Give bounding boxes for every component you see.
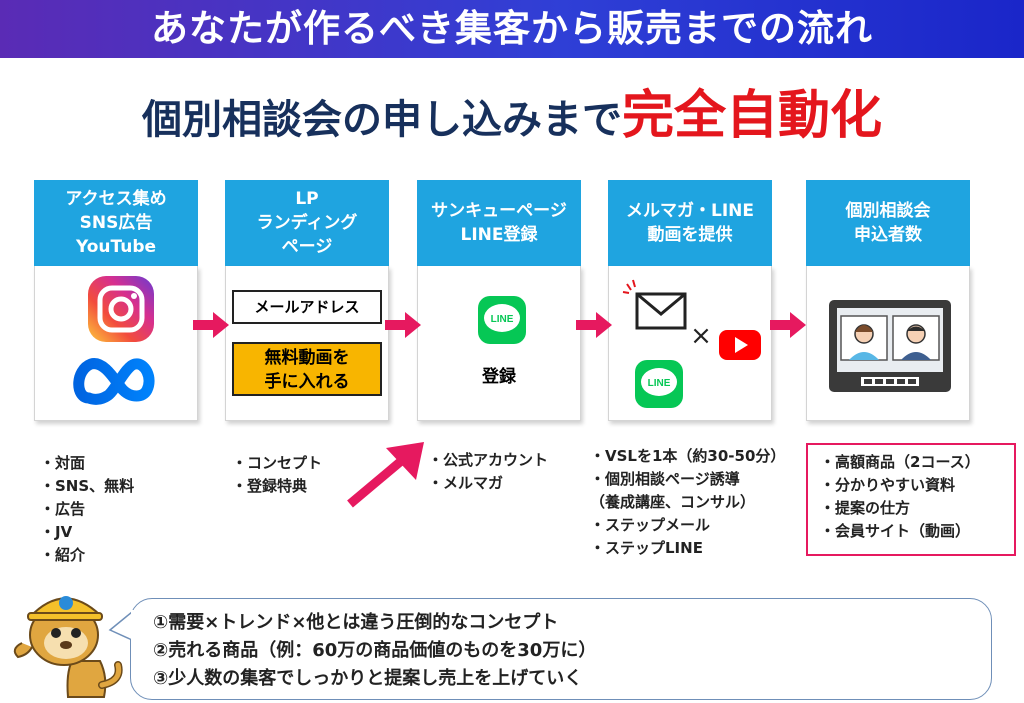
step-header-line: YouTube — [75, 237, 157, 257]
step-header: アクセス集め SNS広告 YouTube — [34, 180, 198, 266]
subtitle-highlight: 完全自動化 — [621, 86, 882, 146]
step-header-line: SNS広告 — [79, 213, 153, 233]
button-label-line: 無料動画を — [264, 348, 350, 368]
get-free-video-button[interactable]: 無料動画を 手に入れる — [232, 342, 382, 396]
svg-text:LINE: LINE — [491, 314, 514, 325]
note-item: ①需要×トレンド×他とは違う圧倒的なコンセプト — [153, 612, 559, 633]
bullets-lp: ・コンセプト ・登録特典 — [232, 452, 322, 498]
flow-arrow — [576, 312, 612, 338]
step-header-line: ページ — [281, 237, 333, 257]
bullet-item: ・対面 — [40, 454, 86, 472]
line-icon: LINE — [478, 296, 526, 344]
step-consultation: 個別相談会 申込者数 — [806, 180, 970, 422]
step-header-line: ランディング — [256, 213, 358, 233]
bullet-item: ・個別相談ページ誘導 — [590, 470, 740, 488]
video-call-icon — [829, 300, 951, 392]
step-header: 個別相談会 申込者数 — [806, 180, 970, 266]
step-header-line: LP — [295, 189, 319, 209]
step-lp: LP ランディング ページ メールアドレス 無料動画を 手に入れる — [225, 180, 389, 422]
bullets-access: ・対面 ・SNS、無料 ・広告 ・JV ・紹介 — [40, 452, 134, 567]
step-thankyou: サンキューページ LINE登録 LINE 登録 — [417, 180, 581, 422]
bullet-item: ・登録特典 — [232, 477, 308, 495]
bullet-item: ・高額商品（2コース） — [820, 453, 980, 471]
instagram-icon — [88, 276, 154, 342]
bullet-item: ・紹介 — [40, 546, 86, 564]
bullet-item: ・SNS、無料 — [40, 477, 135, 495]
step-header-line: メルマガ・LINE — [626, 201, 754, 221]
step-header: サンキューページ LINE登録 — [417, 180, 581, 266]
register-caption: 登録 — [482, 367, 516, 387]
highlight-box — [806, 443, 1016, 556]
step-body — [34, 266, 198, 421]
step-access: アクセス集め SNS広告 YouTube — [34, 180, 198, 422]
title-banner: あなたが作るべき集客から販売までの流れ — [0, 0, 1024, 58]
diagonal-arrow — [347, 442, 424, 508]
bullet-item: ・ステップLINE — [590, 539, 703, 557]
step-header: LP ランディング ページ — [225, 180, 389, 266]
subtitle: 個別相談会の申し込みまで完全自動化 — [0, 86, 1024, 150]
instagram-meta-icons — [73, 276, 155, 405]
bullet-item: ・ステップメール — [590, 516, 711, 534]
step-header-line: LINE登録 — [460, 225, 538, 245]
email-field[interactable]: メールアドレス — [232, 290, 382, 324]
speech-bubble: ①需要×トレンド×他とは違う圧倒的なコンセプト ②売れる商品（例：60万の商品価… — [130, 598, 992, 700]
note-item: ②売れる商品（例：60万の商品価値のものを30万に） — [153, 640, 597, 661]
bullet-item: ・広告 — [40, 500, 86, 518]
step-body: メールアドレス 無料動画を 手に入れる — [225, 266, 389, 421]
step-header-line: アクセス集め — [65, 189, 167, 209]
bullet-item: ・分かりやすい資料 — [820, 476, 956, 494]
step-header-line: 個別相談会 — [845, 201, 931, 221]
step-header-line: 申込者数 — [854, 225, 922, 245]
note-item: ③少人数の集客でしっかりと提案し売上を上げていく — [153, 668, 583, 689]
bullet-item: ・VSLを1本（約30-50分） — [590, 447, 786, 465]
flow-arrow — [193, 312, 229, 338]
step-mail-line: メルマガ・LINE 動画を提供 × LINE — [608, 180, 772, 422]
mail-icon — [622, 279, 687, 330]
bullet-item: ・公式アカウント — [428, 451, 549, 469]
step-header-line: 動画を提供 — [647, 225, 733, 245]
bubble-tail — [108, 610, 134, 646]
bullet-item: ・提案の仕方 — [820, 499, 911, 517]
bullet-item: ・コンセプト — [232, 454, 323, 472]
step-body — [806, 266, 970, 421]
flow-arrow — [770, 312, 806, 338]
notes-list: ①需要×トレンド×他とは違う圧倒的なコンセプト ②売れる商品（例：60万の商品価… — [153, 609, 596, 693]
line-icon: LINE — [635, 360, 683, 408]
bullet-item: ・JV — [40, 523, 73, 541]
times-sign: × — [690, 321, 712, 351]
mail-line-youtube-icons: × LINE — [622, 279, 761, 408]
bullet-item: ・メルマガ — [428, 474, 504, 492]
mascot-icon — [13, 596, 123, 698]
bullets-mail-line: ・VSLを1本（約30-50分） ・個別相談ページ誘導 （養成講座、コンサル） … — [590, 445, 785, 560]
button-label-line: 手に入れる — [264, 372, 350, 392]
bullet-item: （養成講座、コンサル） — [590, 493, 756, 511]
svg-text:LINE: LINE — [648, 378, 671, 389]
bullets-thankyou: ・公式アカウント ・メルマガ — [428, 449, 548, 495]
step-body: LINE 登録 — [417, 266, 581, 421]
youtube-icon — [719, 330, 761, 360]
flow-arrow — [385, 312, 421, 338]
bullets-consultation: ・高額商品（2コース） ・分かりやすい資料 ・提案の仕方 ・会員サイト（動画） — [820, 451, 980, 543]
step-header-line: サンキューページ — [431, 201, 567, 221]
step-header: メルマガ・LINE 動画を提供 — [608, 180, 772, 266]
meta-icon — [73, 358, 155, 405]
subtitle-main: 個別相談会の申し込みまで — [141, 97, 622, 143]
page-title: あなたが作るべき集客から販売までの流れ — [151, 7, 873, 50]
step-body: × LINE — [608, 266, 772, 421]
bullet-item: ・会員サイト（動画） — [820, 522, 971, 540]
